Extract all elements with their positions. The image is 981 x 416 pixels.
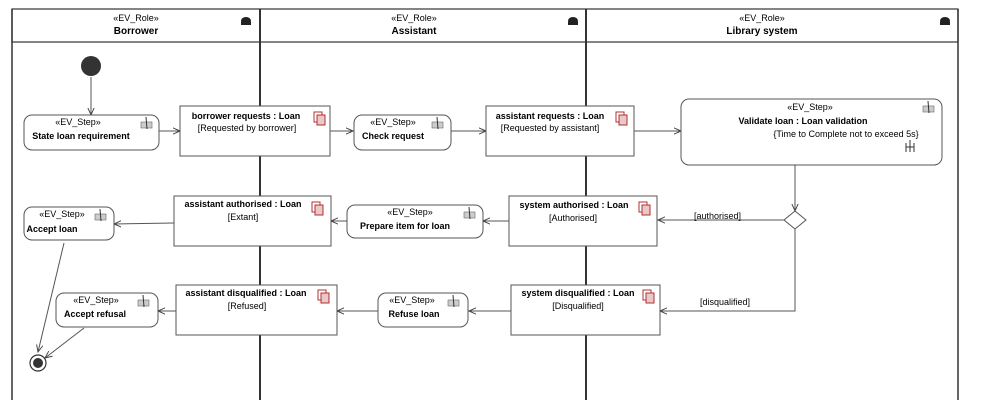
guard-disqualified: [disqualified] — [700, 297, 750, 307]
object-system-disqualified[interactable]: system disqualified : Loan [Disqualified… — [510, 284, 661, 336]
object-state: [Requested by assistant] — [501, 123, 600, 133]
object-state: [Disqualified] — [552, 301, 604, 311]
action-name: Check request — [362, 131, 424, 141]
decision-node[interactable] — [783, 210, 807, 230]
action-constraint: {Time to Complete not to exceed 5s} — [773, 129, 918, 139]
step-icon — [922, 100, 935, 114]
action-stereotype: «EV_Step» — [39, 209, 85, 219]
lane-borrower[interactable]: «EV_Role» Borrower — [113, 13, 251, 37]
object-name: borrower requests : Loan — [192, 111, 301, 121]
rake-icon — [905, 140, 915, 152]
lane-title: Assistant — [391, 26, 437, 37]
object-state: [Authorised] — [549, 213, 597, 223]
action-name: Refuse loan — [388, 309, 439, 319]
step-icon — [137, 294, 150, 308]
object-name: assistant requests : Loan — [496, 111, 605, 121]
object-icon — [311, 201, 324, 216]
action-refuse-loan[interactable]: «EV_Step» Refuse loan — [377, 292, 469, 328]
edge-accept-refusal-to-final[interactable] — [45, 327, 85, 358]
role-icon — [568, 17, 578, 25]
lane-stereotype: «EV_Role» — [739, 13, 785, 23]
lane-title: Borrower — [114, 26, 159, 37]
object-name: system authorised : Loan — [519, 200, 628, 210]
lane-stereotype: «EV_Role» — [113, 13, 159, 23]
step-icon — [94, 208, 107, 222]
object-state: [Requested by borrower] — [198, 123, 297, 133]
object-icon — [313, 111, 326, 126]
action-name: Accept refusal — [64, 309, 126, 319]
edge-accept-loan-to-final[interactable] — [38, 242, 65, 352]
object-icon — [615, 111, 628, 126]
action-stereotype: «EV_Step» — [73, 295, 119, 305]
action-name: Validate loan : Loan validation — [738, 116, 867, 126]
lane-stereotype: «EV_Role» — [391, 13, 437, 23]
guard-authorised: [authorised] — [694, 211, 741, 221]
action-accept-loan[interactable]: «EV_Step» Accept loan — [23, 206, 115, 241]
object-system-authorised[interactable]: system authorised : Loan [Authorised] — [508, 195, 658, 247]
step-icon — [431, 116, 444, 130]
action-stereotype: «EV_Step» — [370, 117, 416, 127]
edges — [38, 77, 795, 358]
object-icon — [638, 201, 651, 216]
initial-node[interactable] — [81, 56, 101, 76]
object-borrower-requests[interactable]: borrower requests : Loan [Requested by b… — [179, 105, 331, 157]
step-icon — [140, 116, 153, 130]
action-validate-loan[interactable]: «EV_Step» Validate loan : Loan validatio… — [680, 98, 943, 166]
role-icon — [940, 17, 950, 25]
final-node[interactable] — [29, 354, 47, 372]
object-state: [Refused] — [228, 301, 267, 311]
object-assistant-disqualified[interactable]: assistant disqualified : Loan [Refused] — [175, 284, 338, 336]
action-stereotype: «EV_Step» — [787, 102, 833, 112]
action-name: Prepare item for loan — [360, 221, 450, 231]
object-state: [Extant] — [228, 212, 259, 222]
swimlanes: «EV_Role» Borrower «EV_Role» Assistant «… — [11, 8, 959, 400]
object-name: assistant disqualified : Loan — [185, 288, 306, 298]
object-assistant-requests[interactable]: assistant requests : Loan [Requested by … — [485, 105, 635, 157]
object-name: assistant authorised : Loan — [184, 199, 301, 209]
step-icon — [463, 206, 476, 220]
action-name: Accept loan — [26, 224, 77, 234]
lane-library-system[interactable]: «EV_Role» Library system — [726, 13, 950, 37]
action-prepare-item[interactable]: «EV_Step» Prepare item for loan — [346, 204, 484, 239]
edge-assistant-authorised-to-accept[interactable] — [114, 223, 175, 224]
object-icon — [642, 289, 655, 304]
action-name: State loan requirement — [32, 131, 130, 141]
action-accept-refusal[interactable]: «EV_Step» Accept refusal — [55, 292, 159, 328]
step-icon — [447, 294, 460, 308]
action-check-request[interactable]: «EV_Step» Check request — [353, 114, 452, 151]
role-icon — [241, 17, 251, 25]
lane-title: Library system — [726, 26, 797, 37]
edge-decision-disqualified[interactable] — [660, 229, 796, 311]
object-name: system disqualified : Loan — [521, 288, 634, 298]
lane-assistant[interactable]: «EV_Role» Assistant — [391, 13, 578, 37]
object-assistant-authorised[interactable]: assistant authorised : Loan [Extant] — [173, 195, 332, 247]
action-state-loan-requirement[interactable]: «EV_Step» State loan requirement — [23, 114, 160, 151]
action-stereotype: «EV_Step» — [387, 207, 433, 217]
action-stereotype: «EV_Step» — [389, 295, 435, 305]
object-icon — [317, 289, 330, 304]
lane-header-bar — [11, 8, 959, 43]
action-stereotype: «EV_Step» — [55, 117, 101, 127]
